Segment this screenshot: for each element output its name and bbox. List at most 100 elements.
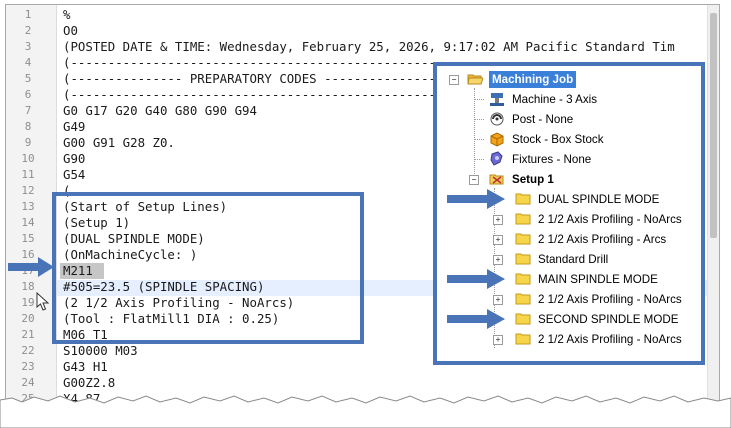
code-highlight-callout — [52, 192, 364, 344]
line-number: 24 — [21, 376, 35, 389]
tree-item-label: 2 1/2 Axis Profiling - NoArcs — [538, 293, 682, 306]
line-number: 11 — [21, 168, 35, 181]
tree-guide — [474, 99, 484, 100]
folder-icon — [515, 193, 531, 205]
arrow-right-icon — [447, 269, 505, 289]
tree-item-standard-drill[interactable]: + Standard Drill — [437, 250, 697, 269]
folder-open-icon — [467, 74, 483, 85]
tree-item-label: 2 1/2 Axis Profiling - NoArcs — [538, 213, 682, 226]
code-line[interactable]: (Start of Setup Lines) — [63, 199, 228, 214]
machine-icon — [490, 93, 504, 106]
tree-item-profiling-noarcs[interactable]: + 2 1/2 Axis Profiling - NoArcs — [437, 210, 697, 229]
tree-item-label: Machining Job — [489, 71, 577, 88]
tree-item-label: 2 1/2 Axis Profiling - Arcs — [538, 233, 667, 246]
vertical-scrollbar[interactable] — [707, 5, 719, 405]
tree-item-profiling-noarcs-3[interactable]: + 2 1/2 Axis Profiling - NoArcs — [437, 330, 697, 349]
line-number: 15 — [21, 232, 35, 245]
folder-icon — [515, 333, 531, 345]
code-line[interactable]: G49 — [63, 119, 86, 134]
line-number: 8 — [24, 120, 32, 133]
expand-toggle[interactable]: + — [493, 215, 503, 225]
code-line[interactable]: % — [63, 7, 71, 22]
code-line[interactable]: O0 — [63, 23, 78, 38]
code-line[interactable]: G54 — [63, 167, 86, 182]
expand-toggle[interactable]: + — [493, 255, 503, 265]
folder-icon — [515, 273, 531, 285]
collapse-toggle[interactable]: − — [449, 75, 459, 85]
tree-guide — [494, 188, 495, 348]
scrollbar-thumb[interactable] — [710, 13, 717, 238]
tree-item-stock[interactable]: Stock - Box Stock — [437, 130, 697, 149]
tree-item-label: Stock - Box Stock — [512, 133, 604, 146]
line-number: 9 — [24, 136, 32, 149]
collapse-toggle[interactable]: − — [469, 175, 479, 185]
line-number: 4 — [24, 56, 32, 69]
code-line[interactable]: G43 H1 — [63, 359, 108, 374]
tree-item-dual-spindle-mode[interactable]: DUAL SPINDLE MODE — [437, 190, 697, 209]
machining-job-tree[interactable]: − Machining Job Machine - 3 Axis Post - … — [437, 66, 701, 361]
code-line[interactable]: (DUAL SPINDLE MODE) — [63, 231, 205, 246]
code-line[interactable]: M211 — [63, 263, 93, 278]
line-number: 12 — [21, 184, 35, 197]
line-number: 5 — [24, 72, 32, 85]
code-line[interactable]: (OnMachineCycle: ) — [63, 247, 198, 262]
tree-item-label: Standard Drill — [538, 253, 609, 266]
tree-item-post[interactable]: Post - None — [437, 110, 697, 129]
code-line[interactable]: G00Z2.8 — [63, 375, 116, 390]
tree-item-main-spindle-mode[interactable]: MAIN SPINDLE MODE — [437, 270, 697, 289]
code-line[interactable]: (2 1/2 Axis Profiling - NoArcs) — [63, 295, 295, 310]
tree-guide — [474, 119, 484, 120]
expand-toggle[interactable]: + — [493, 295, 503, 305]
tree-item-machine[interactable]: Machine - 3 Axis — [437, 90, 697, 109]
tree-item-label: Post - None — [512, 113, 574, 126]
tree-item-fixtures[interactable]: Fixtures - None — [437, 150, 697, 169]
line-number: 6 — [24, 88, 32, 101]
code-line[interactable]: #505=23.5 (SPINDLE SPACING) — [63, 279, 265, 294]
line-number: 10 — [21, 152, 35, 165]
code-line[interactable]: (---------------------------------------… — [63, 55, 556, 70]
tree-item-profiling-arcs[interactable]: + 2 1/2 Axis Profiling - Arcs — [437, 230, 697, 249]
tree-guide — [474, 139, 484, 140]
tree-item-setup-1[interactable]: − Setup 1 — [437, 170, 697, 189]
tree-item-profiling-noarcs-2[interactable]: + 2 1/2 Axis Profiling - NoArcs — [437, 290, 697, 309]
tree-item-label: 2 1/2 Axis Profiling - NoArcs — [538, 333, 682, 346]
line-number: 22 — [21, 344, 35, 357]
line-number: 16 — [21, 248, 35, 261]
line-number: 23 — [21, 360, 35, 373]
expand-toggle[interactable]: + — [493, 335, 503, 345]
tree-item-label: SECOND SPINDLE MODE — [538, 313, 679, 326]
line-number: 1 — [24, 8, 32, 21]
tree-item-label: Fixtures - None — [512, 153, 592, 166]
arrow-right-icon — [8, 257, 54, 277]
line-number-gutter: 1 2 3 4 5 6 7 8 9 10 11 12 13 14 15 16 1… — [6, 5, 57, 405]
code-line[interactable]: M06 T1 — [63, 327, 108, 342]
code-line[interactable]: S10000 M03 — [63, 343, 138, 358]
tree-item-label: DUAL SPINDLE MODE — [538, 193, 660, 206]
folder-icon — [515, 313, 531, 325]
code-line[interactable]: G0 G17 G20 G40 G80 G90 G94 — [63, 103, 257, 118]
folder-icon — [515, 233, 531, 245]
machining-job-tree-callout: − Machining Job Machine - 3 Axis Post - … — [433, 62, 705, 365]
line-number: 20 — [21, 312, 35, 325]
code-line[interactable]: G00 G91 G28 Z0. — [63, 135, 175, 150]
arrow-right-icon — [447, 189, 505, 209]
arrow-right-icon — [447, 309, 505, 329]
folder-icon — [515, 213, 531, 225]
folder-icon — [515, 253, 531, 265]
line-number: 2 — [24, 24, 32, 37]
tree-item-second-spindle-mode[interactable]: SECOND SPINDLE MODE — [437, 310, 697, 329]
code-line[interactable]: (Setup 1) — [63, 215, 131, 230]
expand-toggle[interactable]: + — [493, 235, 503, 245]
line-number: 14 — [21, 216, 35, 229]
folder-icon — [515, 293, 531, 305]
code-line[interactable]: (POSTED DATE & TIME: Wednesday, February… — [63, 39, 675, 54]
text-selection — [60, 263, 104, 279]
setup-icon — [489, 174, 504, 185]
code-line[interactable]: ( — [63, 183, 71, 198]
code-line[interactable]: (Tool : FlatMill1 DIA : 0.25) — [63, 311, 280, 326]
code-line[interactable]: (---------------------------------------… — [63, 87, 556, 102]
tree-item-machining-job[interactable]: − Machining Job — [437, 70, 697, 89]
tree-guide — [474, 159, 484, 160]
code-line[interactable]: G90 — [63, 151, 86, 166]
post-icon — [490, 112, 504, 126]
